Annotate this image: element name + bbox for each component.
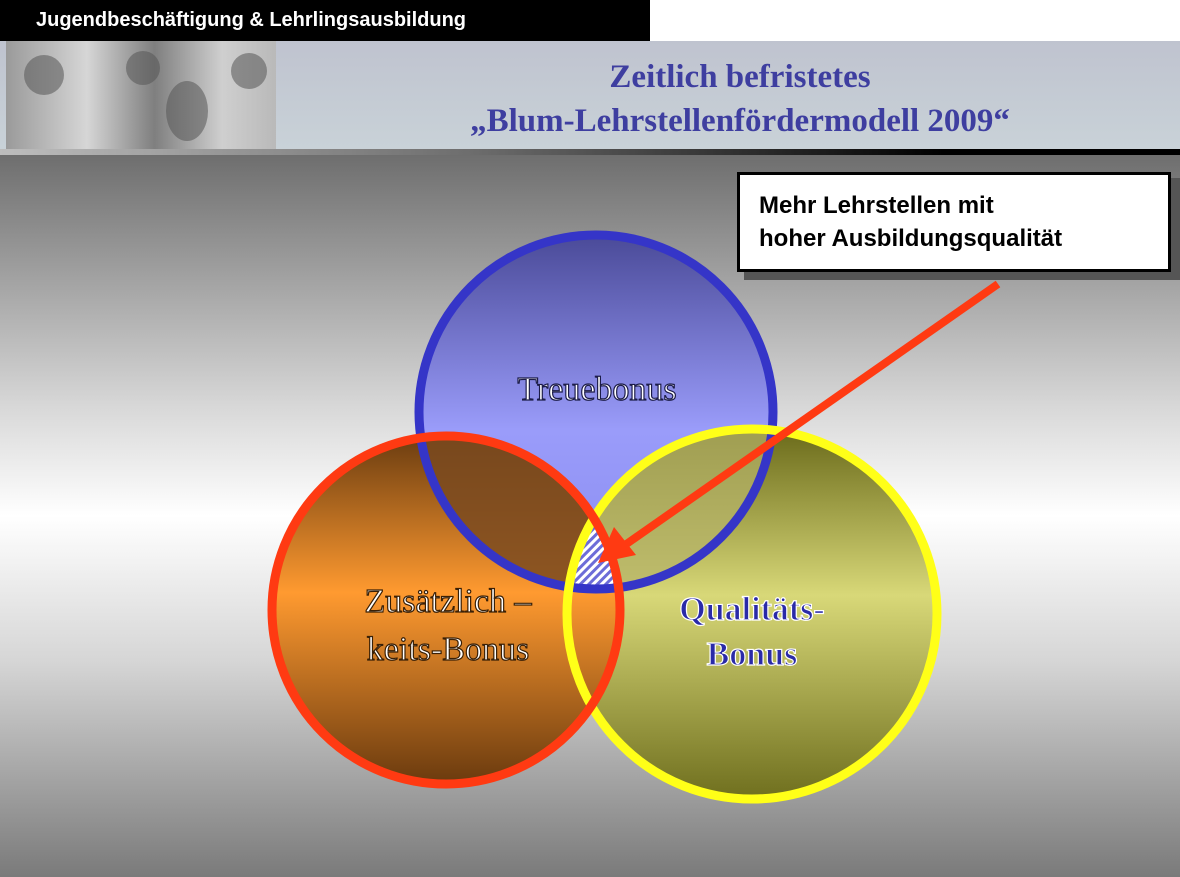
qualitaet-label-line-2: Bonus [707, 636, 798, 673]
section-label: Jugendbeschäftigung & Lehrlingsausbildun… [0, 0, 650, 41]
zusatz-label-line-2: keits-Bonus [367, 631, 529, 668]
zusatz-label-line-1: Zusätzlich – [364, 583, 532, 620]
callout-arrow [622, 280, 1001, 549]
overlap-treue-zusatz [419, 436, 620, 589]
title-line-2: „Blum-Lehrstellenfördermodell 2009“ [470, 103, 1010, 139]
treuebonus-circle [414, 230, 778, 594]
slide-title: Zeitlich befristetes „Blum-Lehrstellenfö… [300, 55, 1180, 143]
title-line-1: Zeitlich befristetes [609, 59, 871, 95]
qualitaet-label-line-1: Qualitäts- [679, 591, 824, 628]
callout-line-1: Mehr Lehrstellen mit [759, 192, 994, 219]
zusaetzlichkeits-bonus-circle [267, 431, 625, 789]
callout-arrow-head [598, 527, 636, 563]
qualitaets-bonus-circle [562, 424, 942, 804]
header-photo-collage [6, 41, 276, 149]
treuebonus-label: Treuebonus [517, 371, 676, 408]
header-divider [0, 149, 1180, 155]
callout-line-2: hoher Ausbildungsqualität [759, 225, 1063, 252]
callout-box: Mehr Lehrstellen mit hoher Ausbildungsqu… [737, 172, 1171, 272]
